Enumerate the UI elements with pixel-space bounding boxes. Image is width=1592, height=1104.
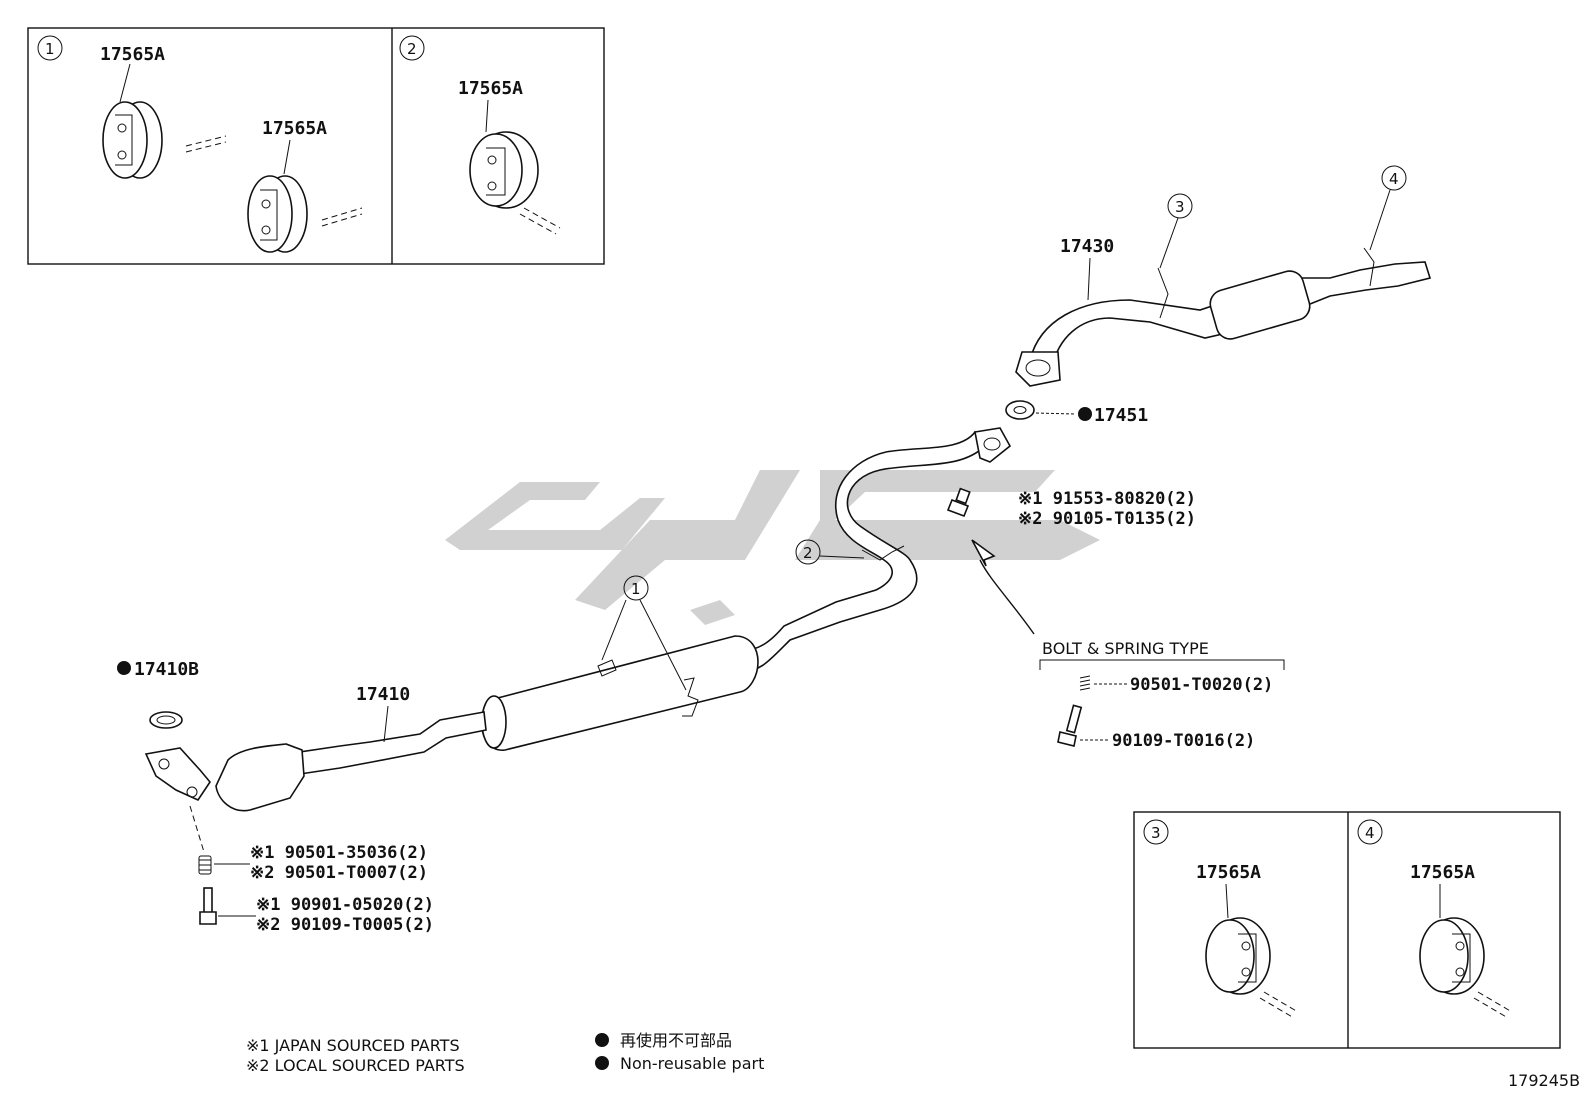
bolt-icon — [199, 887, 217, 925]
bolt-spring-type: BOLT & SPRING TYPE 90501-T0020(2) 90109-… — [1039, 639, 1285, 751]
box-4-index: 4 — [1365, 824, 1375, 842]
legend: ※1 JAPAN SOURCED PARTS ※2 LOCAL SOURCED … — [246, 1031, 764, 1075]
spring-icon — [198, 855, 212, 875]
box-4-label: 17565A — [1410, 862, 1475, 883]
part-label-17430: 17430 — [1060, 236, 1114, 257]
inset-box-1-2: 1 17565A 17565A 2 17565A — [27, 27, 605, 265]
bolt-icon — [1057, 704, 1083, 747]
flange — [1015, 351, 1061, 387]
leader-line — [819, 555, 865, 559]
non-reusable-dot-icon — [595, 1056, 609, 1070]
front-spring-part-1: ※1 90501-35036(2) — [250, 843, 428, 863]
front-bolt-part-1: ※1 90901-05020(2) — [256, 895, 434, 915]
box-1-index-circle — [37, 35, 63, 61]
legend-local-sourced: ※2 LOCAL SOURCED PARTS — [246, 1056, 465, 1075]
leader-line — [383, 705, 389, 743]
legend-non-reusable-en: Non-reusable part — [620, 1054, 764, 1073]
leader-line — [1159, 217, 1179, 269]
callout-1-circle — [623, 575, 649, 601]
callout-3-circle — [1167, 193, 1193, 219]
bolt-spring-title: BOLT & SPRING TYPE — [1042, 639, 1209, 658]
spring-icon — [1079, 675, 1091, 691]
callout-2: 2 — [803, 544, 813, 562]
gasket-17451 — [1005, 400, 1035, 420]
leader-line — [119, 63, 131, 103]
leader-line — [1225, 883, 1229, 919]
box-2-index: 2 — [407, 40, 417, 58]
front-flange — [144, 747, 211, 802]
front-spring-part-2: ※2 90501-T0007(2) — [250, 863, 428, 883]
leader-line — [485, 99, 489, 133]
callout-3: 3 — [1175, 198, 1185, 216]
rubber-hanger-icon — [247, 175, 308, 253]
arrow-head — [971, 539, 996, 567]
leader-line — [1369, 189, 1391, 251]
box-4-index-circle — [1357, 819, 1383, 845]
leader-line — [601, 599, 627, 661]
callout-2-circle — [795, 539, 821, 565]
callout-4: 4 — [1389, 170, 1399, 188]
box-1-label-a: 17565A — [100, 44, 165, 65]
inset-box-3-4: 3 17565A 4 17565A — [1133, 811, 1561, 1049]
box-1-index: 1 — [45, 40, 55, 58]
leader-line — [639, 599, 687, 691]
leader-line — [1035, 412, 1077, 415]
spring-part-number: 90501-T0020(2) — [1130, 675, 1273, 695]
tail-pipe-assembly — [1015, 247, 1432, 387]
part-label-17410B: 17410B — [134, 659, 199, 680]
box-3-index: 3 — [1151, 824, 1161, 842]
rubber-hanger-icon — [469, 131, 539, 209]
front-bolt-part-2: ※2 90109-T0005(2) — [256, 915, 434, 935]
front-fasteners: ※1 90501-35036(2) ※2 90501-T0007(2) ※1 9… — [189, 805, 434, 935]
rubber-hanger-icon — [102, 101, 163, 179]
center-pipe-muffler — [144, 427, 1012, 812]
box-3-index-circle — [1143, 819, 1169, 845]
leader-line — [283, 139, 291, 175]
gasket-17410B — [149, 711, 183, 729]
flange-bolt-part-2: ※2 90105-T0135(2) — [1018, 509, 1196, 529]
non-reusable-dot — [1078, 407, 1092, 421]
box-3-label: 17565A — [1196, 862, 1261, 883]
assembly-line — [189, 805, 205, 853]
inset-frame-top — [27, 27, 605, 265]
box-2-label: 17565A — [458, 78, 523, 99]
legend-non-reusable-jp: 再使用不可部品 — [620, 1031, 732, 1050]
rubber-hanger-icon — [1205, 917, 1271, 995]
box-2-index-circle — [399, 35, 425, 61]
leader-line — [1087, 257, 1091, 301]
part-label-17410: 17410 — [356, 684, 410, 705]
flange — [974, 427, 1012, 463]
legend-japan-sourced: ※1 JAPAN SOURCED PARTS — [246, 1036, 460, 1055]
rubber-hanger-icon — [1419, 917, 1485, 995]
reference-arrow — [979, 559, 1035, 635]
inset-frame-bottom — [1133, 811, 1561, 1049]
callout-4-circle — [1381, 165, 1407, 191]
callout-1: 1 — [631, 580, 641, 598]
figure-id: 179245B — [1508, 1071, 1580, 1090]
part-label-17451: 17451 — [1094, 405, 1148, 426]
watermark-logo — [445, 470, 1100, 625]
box-1-label-b: 17565A — [262, 118, 327, 139]
bolt-part-number: 90109-T0016(2) — [1112, 731, 1255, 751]
flange-bolt — [946, 487, 971, 518]
non-reusable-dot-icon — [595, 1033, 609, 1047]
flange-bolt-part-1: ※1 91553-80820(2) — [1018, 489, 1196, 509]
non-reusable-dot — [117, 661, 131, 675]
bracket-line — [1039, 659, 1285, 670]
